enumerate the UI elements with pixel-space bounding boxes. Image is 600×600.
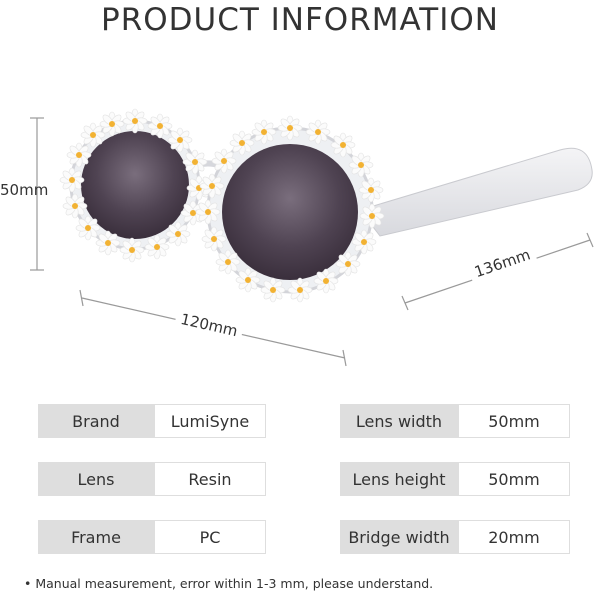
spec-row-lens-width: Lens width 50mm: [340, 404, 570, 438]
spec-label: Lens: [38, 462, 154, 496]
width-dimension: 120mm: [79, 289, 347, 367]
spec-value: 50mm: [458, 462, 570, 496]
spec-label: Brand: [38, 404, 154, 438]
temple-arm: [359, 147, 593, 237]
sunglasses-photo: 50mm 120mm 136mm: [0, 108, 594, 367]
spec-label: Lens width: [340, 404, 458, 438]
spec-value: Resin: [154, 462, 266, 496]
height-dimension: 50mm: [0, 117, 48, 271]
left-lens: [81, 131, 189, 239]
spec-row-frame: Frame PC: [38, 520, 266, 554]
spec-label: Bridge width: [340, 520, 458, 554]
width-label: 120mm: [179, 310, 239, 340]
temple-label: 136mm: [472, 245, 533, 281]
height-label: 50mm: [0, 181, 48, 199]
spec-label: Lens height: [340, 462, 458, 496]
spec-value: LumiSyne: [154, 404, 266, 438]
spec-row-brand: Brand LumiSyne: [38, 404, 266, 438]
page-title: PRODUCT INFORMATION: [101, 2, 499, 38]
measurement-note: • Manual measurement, error within 1-3 m…: [24, 576, 434, 591]
temple-dimension: 136mm: [401, 232, 594, 311]
spec-value: 20mm: [458, 520, 570, 554]
spec-row-lens-height: Lens height 50mm: [340, 462, 570, 496]
spec-value: 50mm: [458, 404, 570, 438]
spec-label: Frame: [38, 520, 154, 554]
spec-row-bridge-width: Bridge width 20mm: [340, 520, 570, 554]
right-lens: [222, 144, 358, 280]
spec-value: PC: [154, 520, 266, 554]
spec-row-lens: Lens Resin: [38, 462, 266, 496]
